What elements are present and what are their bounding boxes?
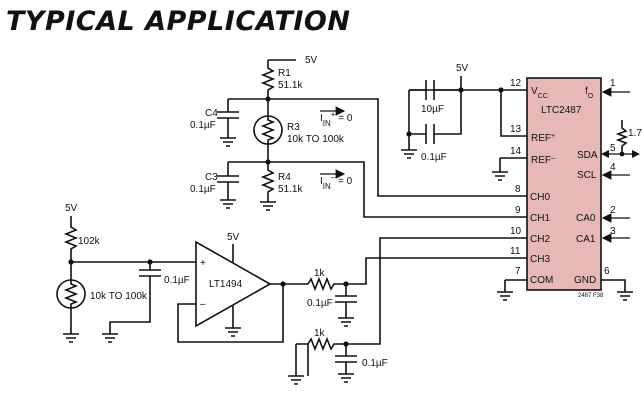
- capacitor-filter2: [335, 355, 357, 374]
- current-iin-plus: IIN+ = 0: [320, 110, 353, 128]
- c3-value: 0.1µF: [190, 184, 216, 195]
- r-filter2-value: 1k: [314, 328, 326, 339]
- pin-num-10: 10: [510, 226, 522, 237]
- current-iin-minus: IIN– = 0: [320, 173, 353, 191]
- pin-num-1: 1: [610, 78, 616, 89]
- resistor-1k-a: [307, 276, 346, 292]
- r1-value: 51.1k: [278, 80, 303, 91]
- pin-num-12: 12: [510, 78, 522, 89]
- c-opamp-in-value: 0.1µF: [164, 275, 190, 286]
- r4-value: 51.1k: [278, 184, 303, 195]
- pin-num-8: 8: [515, 184, 521, 195]
- resistor-102k: [63, 224, 79, 262]
- c-ref-big-value: 10µF: [421, 104, 444, 115]
- capacitor-0-1uf-ref: [425, 124, 435, 144]
- pin-num-5: 5: [610, 143, 616, 154]
- adc-body: [526, 77, 602, 291]
- adc-pin-refp: REF+: [531, 133, 555, 145]
- pin-num-3: 3: [610, 226, 616, 237]
- pin-label-ch3: CH3: [530, 254, 550, 265]
- resistor-r4: [260, 162, 276, 202]
- capacitor-c4: [217, 111, 239, 138]
- bridge-top: 5V R1 51.1k C4 0.1µF R3 10k TO 100k IIN+…: [190, 55, 527, 218]
- adc-ltc2487: LTC2487 VCC fO REF+ REF– 12 13 14 8 CH0 …: [497, 77, 642, 301]
- pin-num-13: 13: [510, 124, 522, 135]
- c4-value: 0.1µF: [190, 120, 216, 131]
- r3-value: 10k TO 100k: [287, 134, 345, 145]
- resistor-1k-b: [307, 336, 346, 352]
- pin-label-com: COM: [530, 275, 553, 286]
- pin-num-6: 6: [604, 266, 610, 277]
- capacitor-filter1: [335, 295, 357, 318]
- r1-name: R1: [278, 68, 291, 79]
- opamp-minus: –: [200, 299, 206, 310]
- resistor-1-7k: [615, 120, 629, 154]
- pin-num-4: 4: [610, 162, 616, 173]
- supply-5v-top: 5V: [305, 55, 318, 66]
- supply-5v-left: 5V: [65, 203, 78, 214]
- pin-num-14: 14: [510, 146, 522, 157]
- left-sensor-circuit: 5V 102k 10k TO 100k 0.1µF + – LT1494 5V …: [56, 203, 527, 385]
- pin-num-9: 9: [515, 205, 521, 216]
- r3-name: R3: [287, 122, 300, 133]
- opamp-lt1494: [195, 240, 272, 328]
- pin-num-11: 11: [510, 246, 521, 257]
- pin-label-ch0: CH0: [530, 192, 550, 203]
- page-title: TYPICAL APPLICATION: [6, 6, 351, 37]
- pin-label-gnd: GND: [574, 275, 596, 286]
- figure-code: 2487 F38: [578, 293, 604, 299]
- r-filter1-value: 1k: [314, 268, 326, 279]
- pin-label-sda: SDA: [577, 150, 598, 161]
- thermistor-left-value: 10k TO 100k: [90, 291, 148, 302]
- c4-name: C4: [205, 108, 218, 119]
- adc-name: LTC2487: [541, 105, 582, 116]
- supply-5v-opamp: 5V: [227, 232, 240, 243]
- supply-5v-mid: 5V: [456, 63, 469, 74]
- c-ref-small-value: 0.1µF: [421, 152, 447, 163]
- pin-label-ca0: CA0: [576, 213, 596, 224]
- c3-name: C3: [205, 172, 218, 183]
- c-filter1-value: 0.1µF: [307, 298, 333, 309]
- r-pullup-value: 1.7k: [628, 128, 642, 139]
- pin-label-ch2: CH2: [530, 234, 550, 245]
- pin-label-ch1: CH1: [530, 213, 550, 224]
- pin-num-7: 7: [515, 266, 521, 277]
- opamp-plus: +: [200, 258, 206, 269]
- r-left-value: 102k: [78, 236, 101, 247]
- resistor-r1: [260, 65, 276, 99]
- adc-pin-refm: REF–: [531, 155, 555, 167]
- c-filter2-value: 0.1µF: [362, 358, 388, 369]
- r4-name: R4: [278, 172, 291, 183]
- opamp-name: LT1494: [209, 279, 243, 290]
- capacitor-c3: [217, 175, 239, 200]
- pin-label-scl: SCL: [577, 170, 597, 181]
- reference-decoupling: 5V 10µF 0.1µF: [401, 63, 527, 181]
- capacitor-opamp-in: [109, 269, 161, 334]
- adc-pin-vcc: VCC: [531, 86, 548, 100]
- adc-pin-fo: fO: [585, 86, 594, 100]
- pin-label-ca1: CA1: [576, 234, 596, 245]
- pin-num-2: 2: [610, 205, 616, 216]
